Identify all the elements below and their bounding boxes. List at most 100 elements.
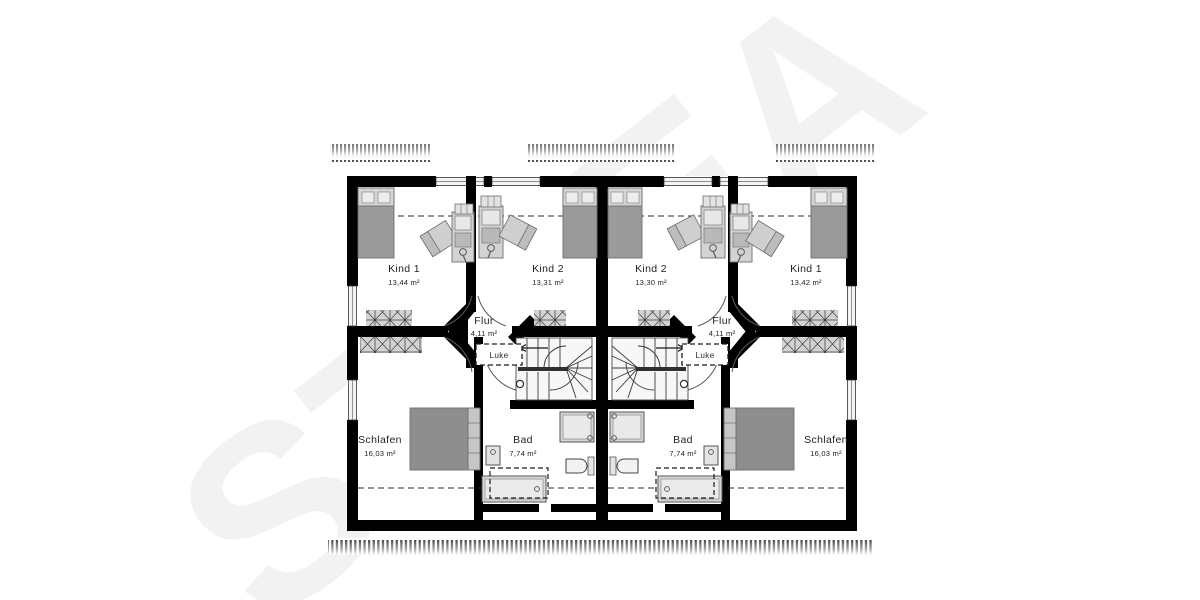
room-area: 7,74 m² [669,449,696,458]
shelf-kind2-left [480,195,502,208]
room-area: 7,74 m² [509,449,536,458]
room-name: Schlafen [358,434,402,446]
bathtub-right [655,467,723,503]
room-label-flur-left: Flur 4,11 m² [471,315,498,338]
win-top-right-b [719,177,769,186]
room-area: 16,03 m² [364,449,396,458]
room-area: 4,11 m² [471,329,498,338]
wardrobe-schlafen-right [782,337,844,353]
desk-cluster-right [666,195,785,263]
bed-kind1-right [810,187,848,259]
shower-right [609,411,645,443]
door-kind2-left [477,295,507,327]
win-right-upper [847,285,856,327]
room-label-schlafen-left: Schlafen 16,03 m² [358,434,402,458]
desk-kind1-right [729,211,753,263]
room-label-kind1-left: Kind 1 13,44 m² [388,263,420,287]
wall-stair-right-top [606,326,692,337]
child-beds-group [357,187,848,259]
desk-kind2-right [700,205,726,259]
wardrobe-kind1-left-a [366,310,412,326]
room-area: 13,44 m² [388,278,420,287]
win-left-upper [348,285,357,327]
wardrobes-group [360,310,844,353]
room-name: Kind 2 [532,263,564,275]
desk-cluster-left [419,195,538,263]
wall-right-seg-2 [846,326,857,380]
room-area: 13,42 m² [790,278,822,287]
door-kind2-right [731,295,761,327]
wall-flur-left-stub [466,298,476,312]
desk-kind2-left [478,205,504,259]
chair-kind1-left [419,219,459,258]
luke-right-label: Luke [696,351,715,360]
wall-top-seg-5 [768,176,857,187]
shelf-kind1-left [454,203,474,215]
bed-schlafen-right [723,407,795,471]
roof-eaves-group [328,144,875,555]
wall-bath-left-top [510,400,598,409]
wardrobe-kind2-right [638,310,670,326]
wall-corridor-right-a [756,326,846,337]
win-left-lower [348,379,357,421]
dormer-top-center [528,144,676,162]
wardrobe-kind2-left [534,310,566,326]
win-top-left-b [491,177,541,186]
wall-bath-right-bottom2 [607,504,653,512]
room-name: Kind 2 [635,263,667,275]
party-wall [596,176,608,531]
dormer-top-left [330,144,430,162]
wall-bath-left-bottom2 [551,504,597,512]
luke-left-label: Luke [490,351,509,360]
room-label-kind2-right: Kind 2 13,30 m² [635,263,667,287]
room-name: Bad [673,434,693,446]
win-right-lower [847,379,856,421]
shower-left [559,411,595,443]
wall-left-seg-2 [347,326,358,380]
bed-schlafen-left [409,407,481,471]
shelf-kind2-right [702,195,724,208]
wall-top-seg-4 [712,176,720,187]
win-top-left-a [435,177,485,186]
room-label-kind1-right: Kind 1 13,42 m² [790,263,822,287]
toilet-right [609,456,639,476]
room-area: 16,03 m² [810,449,842,458]
luke-right: Luke [681,343,729,366]
door-kind1-right [697,295,727,327]
room-label-kind2-left: Kind 2 13,31 m² [532,263,564,287]
door-swings [443,295,761,391]
wall-right-seg-1 [846,176,857,286]
wall-bath-left-bottom [483,504,539,512]
wall-corridor-left-a [358,326,448,337]
wall-stair-left-top [512,326,598,337]
room-name: Kind 1 [388,263,420,275]
door-kind1-left [443,295,473,327]
room-label-flur-right: Flur 4,11 m² [709,315,736,338]
double-beds-group [409,407,795,471]
wall-top-seg-2 [484,176,492,187]
chair-kind2-right [666,214,706,251]
stair-right [611,337,689,401]
door-schlafen-left [443,336,473,373]
door-schlafen-right [731,336,761,373]
wall-bath-right-top [606,400,694,409]
bed-kind2-right [607,187,643,259]
room-name: Schlafen [804,434,848,446]
wall-stair-right-chamfer [666,315,696,345]
wall-flur-right-stub [728,298,738,312]
toilet-left [565,456,595,476]
desk-kind1-left [451,211,475,263]
room-name: Kind 1 [790,263,822,275]
room-name: Flur [474,315,494,327]
room-area: 13,31 m² [532,278,564,287]
stair-left [515,337,593,401]
wall-left-seg-3 [347,420,358,531]
bathtub-right-dashed-overlay [655,467,715,499]
wardrobe-kind1-right-a [792,310,838,326]
wall-stair-left-chamfer [508,315,538,345]
bathtub-left-dashed-overlay [489,467,549,499]
bed-kind2-left [562,187,598,259]
bath-fixtures-left [481,411,595,503]
room-name: Flur [712,315,732,327]
